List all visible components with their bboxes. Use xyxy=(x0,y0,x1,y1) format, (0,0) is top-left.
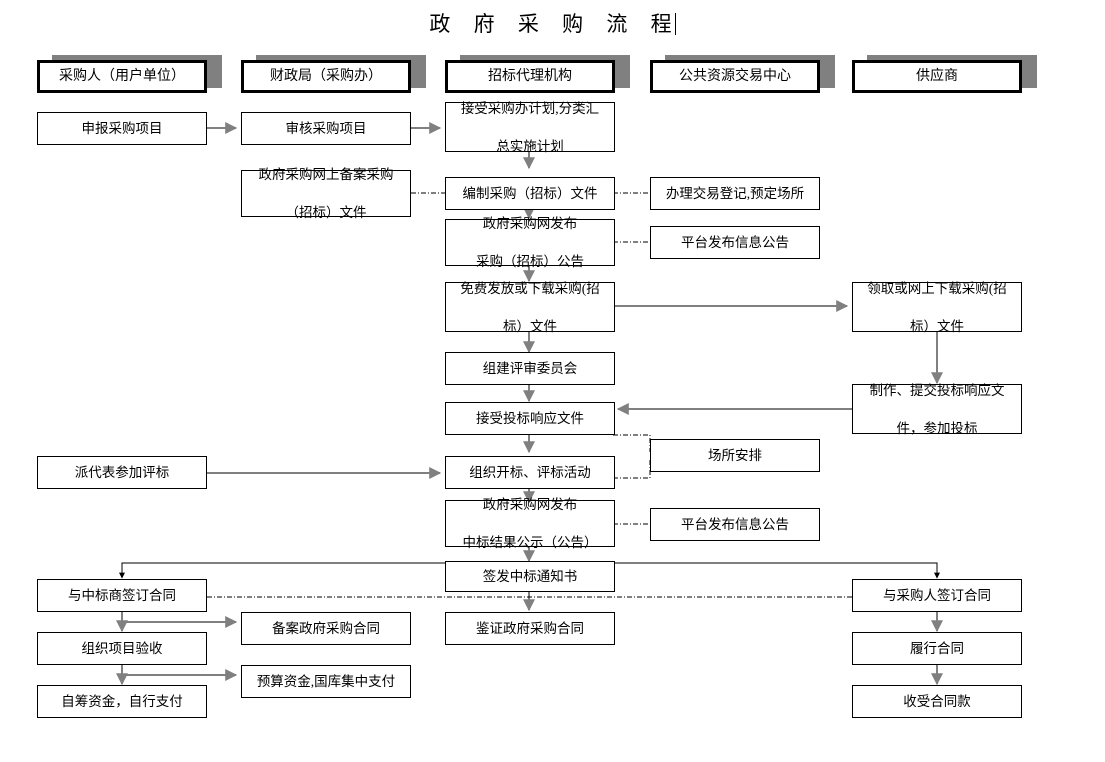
node-review-project[interactable]: 审核采购项目 xyxy=(241,112,411,145)
node-send-delegate-label: 派代表参加评标 xyxy=(74,465,170,480)
page-title: 政 府 采 购 流 程 xyxy=(0,8,1105,38)
page-title-text: 政 府 采 购 流 程 xyxy=(429,12,681,36)
column-header-buyer: 采购人（用户单位） xyxy=(37,60,207,93)
node-publish-result-label: 政府采购网发布中标结果公示（公告） xyxy=(449,495,611,552)
node-organize-bid-opening[interactable]: 组织开标、评标活动 xyxy=(445,456,615,489)
node-perform-contract-label: 履行合同 xyxy=(910,641,964,656)
node-self-funding-payment[interactable]: 自筹资金，自行支付 xyxy=(37,685,207,718)
node-submit-bid-label: 制作、提交投标响应文件，参加投标 xyxy=(856,381,1018,438)
node-platform-announcement-1-label: 平台发布信息公告 xyxy=(681,235,789,250)
node-transaction-registration-label: 办理交易登记,预定场所 xyxy=(665,186,805,201)
node-issue-tender-doc-line1: 免费发放或下载采购(招 xyxy=(460,280,600,296)
node-sign-with-winner-label: 与中标商签订合同 xyxy=(68,588,176,603)
column-header-agency: 招标代理机构 xyxy=(445,60,615,93)
node-budget-treasury-payment[interactable]: 预算资金,国库集中支付 xyxy=(241,665,411,698)
node-obtain-tender-doc-label: 领取或网上下载采购(招标）文件 xyxy=(856,279,1018,336)
node-notarize-contract-label: 鉴证政府采购合同 xyxy=(476,621,584,636)
column-header-exchange-label: 公共资源交易中心 xyxy=(679,69,791,84)
node-send-delegate[interactable]: 派代表参加评标 xyxy=(37,456,207,489)
node-publish-tender-announcement-line2: 采购（招标）公告 xyxy=(476,254,584,269)
node-submit-bid[interactable]: 制作、提交投标响应文件，参加投标 xyxy=(852,383,1022,436)
node-publish-result[interactable]: 政府采购网发布中标结果公示（公告） xyxy=(445,497,615,550)
node-submit-bid-line2: 件，参加投标 xyxy=(896,420,978,436)
node-online-record-filing-label: 政府采购网上备案采购 （招标）文件 xyxy=(245,165,407,222)
node-online-record-filing-line2: （招标）文件 xyxy=(285,205,367,220)
column-header-agency-label: 招标代理机构 xyxy=(488,69,572,84)
node-issue-award-notice-label: 签发中标通知书 xyxy=(482,569,578,584)
node-review-project-label: 审核采购项目 xyxy=(285,121,367,136)
node-publish-result-line2: 中标结果公示（公告） xyxy=(462,535,598,550)
node-obtain-tender-doc-line2: 标）文件 xyxy=(910,318,964,334)
node-receive-plan-label: 接受采购办计划,分类汇总实施计划 xyxy=(449,99,611,156)
node-issue-tender-doc[interactable]: 免费发放或下载采购(招标）文件 xyxy=(445,281,615,334)
node-online-record-filing-line1: 政府采购网上备案采购 xyxy=(258,167,394,182)
column-header-buyer-label: 采购人（用户单位） xyxy=(59,69,185,84)
node-receive-plan-line2: 总实施计划 xyxy=(496,138,564,154)
node-receive-plan[interactable]: 接受采购办计划,分类汇总实施计划 xyxy=(445,101,615,154)
node-issue-award-notice[interactable]: 签发中标通知书 xyxy=(445,561,615,592)
node-publish-tender-announcement[interactable]: 政府采购网发布采购（招标）公告 xyxy=(445,216,615,269)
node-publish-result-line1: 政府采购网发布 xyxy=(482,497,578,512)
node-receive-payment[interactable]: 收受合同款 xyxy=(852,685,1022,718)
column-header-finance: 财政局（采购办） xyxy=(241,60,411,93)
node-perform-contract[interactable]: 履行合同 xyxy=(852,632,1022,665)
node-online-record-filing[interactable]: 政府采购网上备案采购 （招标）文件 xyxy=(241,167,411,220)
node-venue-arrangement-label: 场所安排 xyxy=(708,448,762,463)
node-obtain-tender-doc-line1: 领取或网上下载采购(招 xyxy=(867,280,1007,296)
node-sign-with-buyer[interactable]: 与采购人签订合同 xyxy=(852,579,1022,612)
node-venue-arrangement[interactable]: 场所安排 xyxy=(650,439,820,472)
node-platform-announcement-1[interactable]: 平台发布信息公告 xyxy=(650,226,820,259)
node-publish-tender-announcement-line1: 政府采购网发布 xyxy=(482,216,578,231)
node-file-government-contract-label: 备案政府采购合同 xyxy=(272,621,380,636)
node-prepare-tender-doc[interactable]: 编制采购（招标）文件 xyxy=(445,177,615,210)
node-issue-tender-doc-line2: 标）文件 xyxy=(503,318,557,334)
node-sign-with-winner[interactable]: 与中标商签订合同 xyxy=(37,579,207,612)
node-receive-bid-documents[interactable]: 接受投标响应文件 xyxy=(445,402,615,435)
node-platform-announcement-2-label: 平台发布信息公告 xyxy=(681,517,789,532)
node-form-review-committee[interactable]: 组建评审委员会 xyxy=(445,352,615,385)
node-project-acceptance[interactable]: 组织项目验收 xyxy=(37,632,207,665)
column-header-supplier-label: 供应商 xyxy=(916,69,958,84)
column-header-supplier: 供应商 xyxy=(852,60,1022,93)
node-budget-treasury-payment-label: 预算资金,国库集中支付 xyxy=(256,674,396,689)
node-issue-tender-doc-label: 免费发放或下载采购(招标）文件 xyxy=(449,279,611,336)
node-receive-bid-documents-label: 接受投标响应文件 xyxy=(476,411,584,426)
node-receive-payment-label: 收受合同款 xyxy=(903,694,971,709)
node-obtain-tender-doc[interactable]: 领取或网上下载采购(招标）文件 xyxy=(852,281,1022,334)
node-notarize-contract[interactable]: 鉴证政府采购合同 xyxy=(445,612,615,645)
node-receive-plan-line1: 接受采购办计划,分类汇 xyxy=(460,100,600,116)
node-transaction-registration[interactable]: 办理交易登记,预定场所 xyxy=(650,177,820,210)
node-apply-project[interactable]: 申报采购项目 xyxy=(37,112,207,145)
node-self-funding-payment-label: 自筹资金，自行支付 xyxy=(61,694,183,709)
node-sign-with-buyer-label: 与采购人签订合同 xyxy=(883,588,991,603)
node-platform-announcement-2[interactable]: 平台发布信息公告 xyxy=(650,508,820,541)
node-form-review-committee-label: 组建评审委员会 xyxy=(482,361,578,376)
node-project-acceptance-label: 组织项目验收 xyxy=(81,641,163,656)
column-header-exchange: 公共资源交易中心 xyxy=(650,60,820,93)
node-file-government-contract[interactable]: 备案政府采购合同 xyxy=(241,612,411,645)
column-header-finance-label: 财政局（采购办） xyxy=(270,69,382,84)
node-apply-project-label: 申报采购项目 xyxy=(81,121,163,136)
node-prepare-tender-doc-label: 编制采购（招标）文件 xyxy=(462,186,598,201)
node-submit-bid-line1: 制作、提交投标响应文 xyxy=(869,382,1005,398)
node-organize-bid-opening-label: 组织开标、评标活动 xyxy=(469,465,591,480)
node-publish-tender-announcement-label: 政府采购网发布采购（招标）公告 xyxy=(449,214,611,271)
text-caret xyxy=(674,13,676,35)
